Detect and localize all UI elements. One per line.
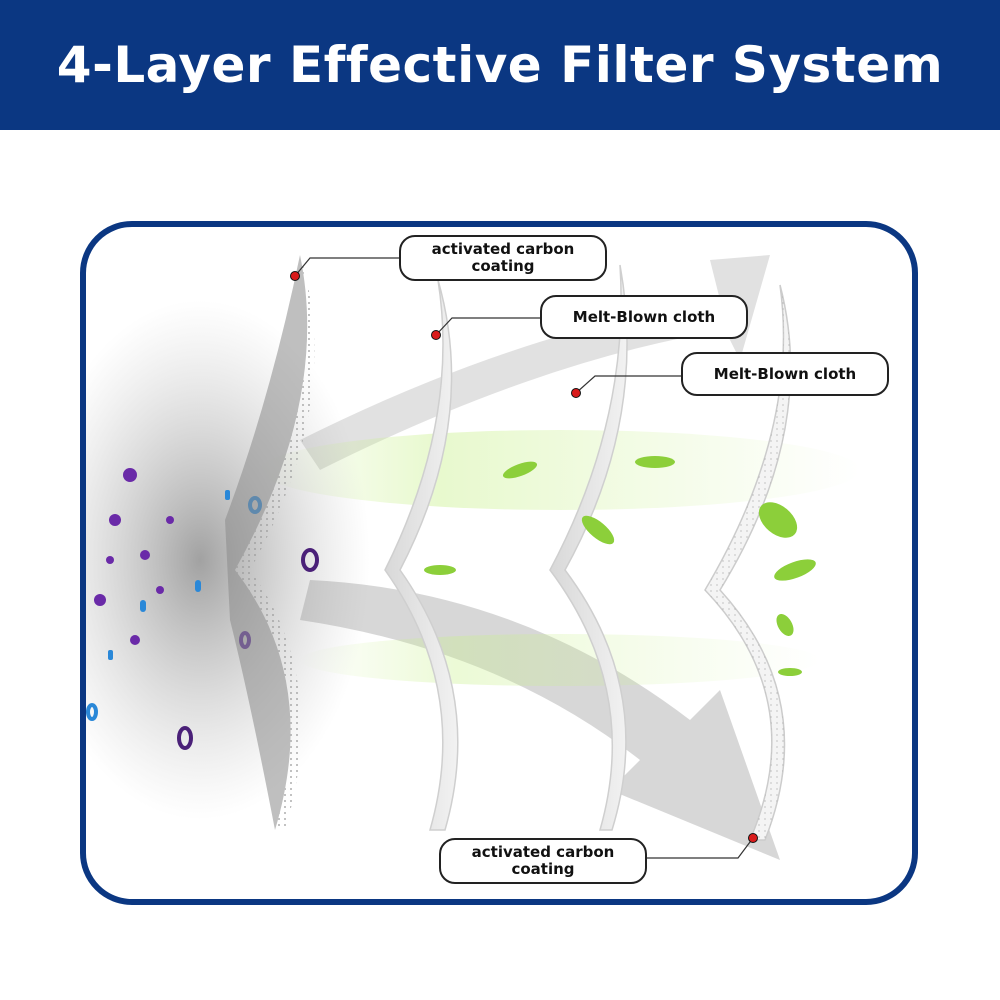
label-activated-carbon-coating-bottom: activated carbon coating <box>439 838 647 884</box>
label-activated-carbon-coating-top: activated carbon coating <box>399 235 607 281</box>
label-melt-blown-cloth-2: Melt-Blown cloth <box>681 352 889 396</box>
label-line: Melt-Blown cloth <box>572 307 716 326</box>
label-line: activated carbon <box>471 843 615 861</box>
label-melt-blown-cloth-1: Melt-Blown cloth <box>540 295 748 339</box>
filter-layer-melt-blown-2 <box>549 264 628 831</box>
filter-layer-activated-carbon-front <box>225 255 308 830</box>
airflow-arrow-upper <box>300 255 770 470</box>
callout-lines <box>294 257 754 859</box>
title-banner: 4-Layer Effective Filter System <box>0 0 1000 130</box>
label-line: coating <box>471 257 535 275</box>
leaves <box>424 456 816 676</box>
page-title: 4-Layer Effective Filter System <box>56 36 944 94</box>
particles <box>94 468 174 645</box>
callout-markers <box>290 271 758 843</box>
airflow-arrow-lower <box>300 580 780 860</box>
filter-layer-melt-blown-1 <box>384 279 459 831</box>
label-line: Melt-Blown cloth <box>713 364 857 383</box>
label-line: coating <box>511 860 575 878</box>
green-airflow <box>260 430 860 510</box>
label-line: activated carbon <box>431 240 575 258</box>
